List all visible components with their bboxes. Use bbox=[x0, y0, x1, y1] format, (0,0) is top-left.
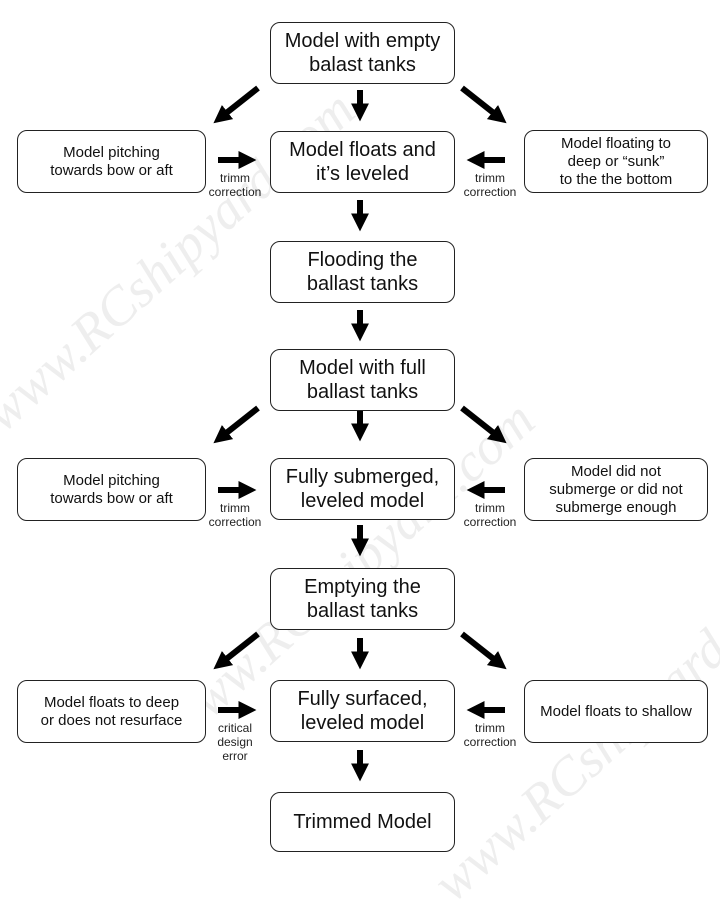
node-full-tanks: Model with full ballast tanks bbox=[270, 349, 455, 411]
arrow-diagonal bbox=[460, 405, 507, 444]
node-floats-leveled: Model floats and it’s leveled bbox=[270, 131, 455, 193]
trim-correction-label: trimm correction bbox=[463, 721, 517, 749]
node-trimmed: Trimmed Model bbox=[270, 792, 455, 852]
arrow-diagonal bbox=[213, 85, 260, 124]
arrow-diagonal bbox=[213, 631, 260, 670]
trim-correction-label: trimm correction bbox=[463, 171, 517, 199]
critical-design-error-label: critical design error bbox=[217, 721, 253, 763]
node-submerged-leveled: Fully submerged, leveled model bbox=[270, 458, 455, 520]
node-surfaced-leveled: Fully surfaced, leveled model bbox=[270, 680, 455, 742]
node-too-deep-1: Model floating to deep or “sunk” to the … bbox=[524, 130, 708, 193]
arrow-diagonal bbox=[460, 631, 507, 670]
node-not-submerge: Model did not submerge or did not submer… bbox=[524, 458, 708, 521]
node-floats-shallow: Model floats to shallow bbox=[524, 680, 708, 743]
node-floats-deep: Model floats to deep or does not resurfa… bbox=[17, 680, 206, 743]
trim-correction-label: trimm correction bbox=[208, 171, 262, 199]
flow-arrows bbox=[213, 85, 507, 782]
node-flooding: Flooding the ballast tanks bbox=[270, 241, 455, 303]
node-emptying: Emptying the ballast tanks bbox=[270, 568, 455, 630]
arrow-diagonal bbox=[460, 85, 507, 124]
node-pitching-2: Model pitching towards bow or aft bbox=[17, 458, 206, 521]
node-pitching-1: Model pitching towards bow or aft bbox=[17, 130, 206, 193]
trim-correction-label: trimm correction bbox=[463, 501, 517, 529]
trim-correction-label: trimm correction bbox=[208, 501, 262, 529]
arrow-diagonal bbox=[213, 405, 260, 444]
node-empty-tanks: Model with empty balast tanks bbox=[270, 22, 455, 84]
